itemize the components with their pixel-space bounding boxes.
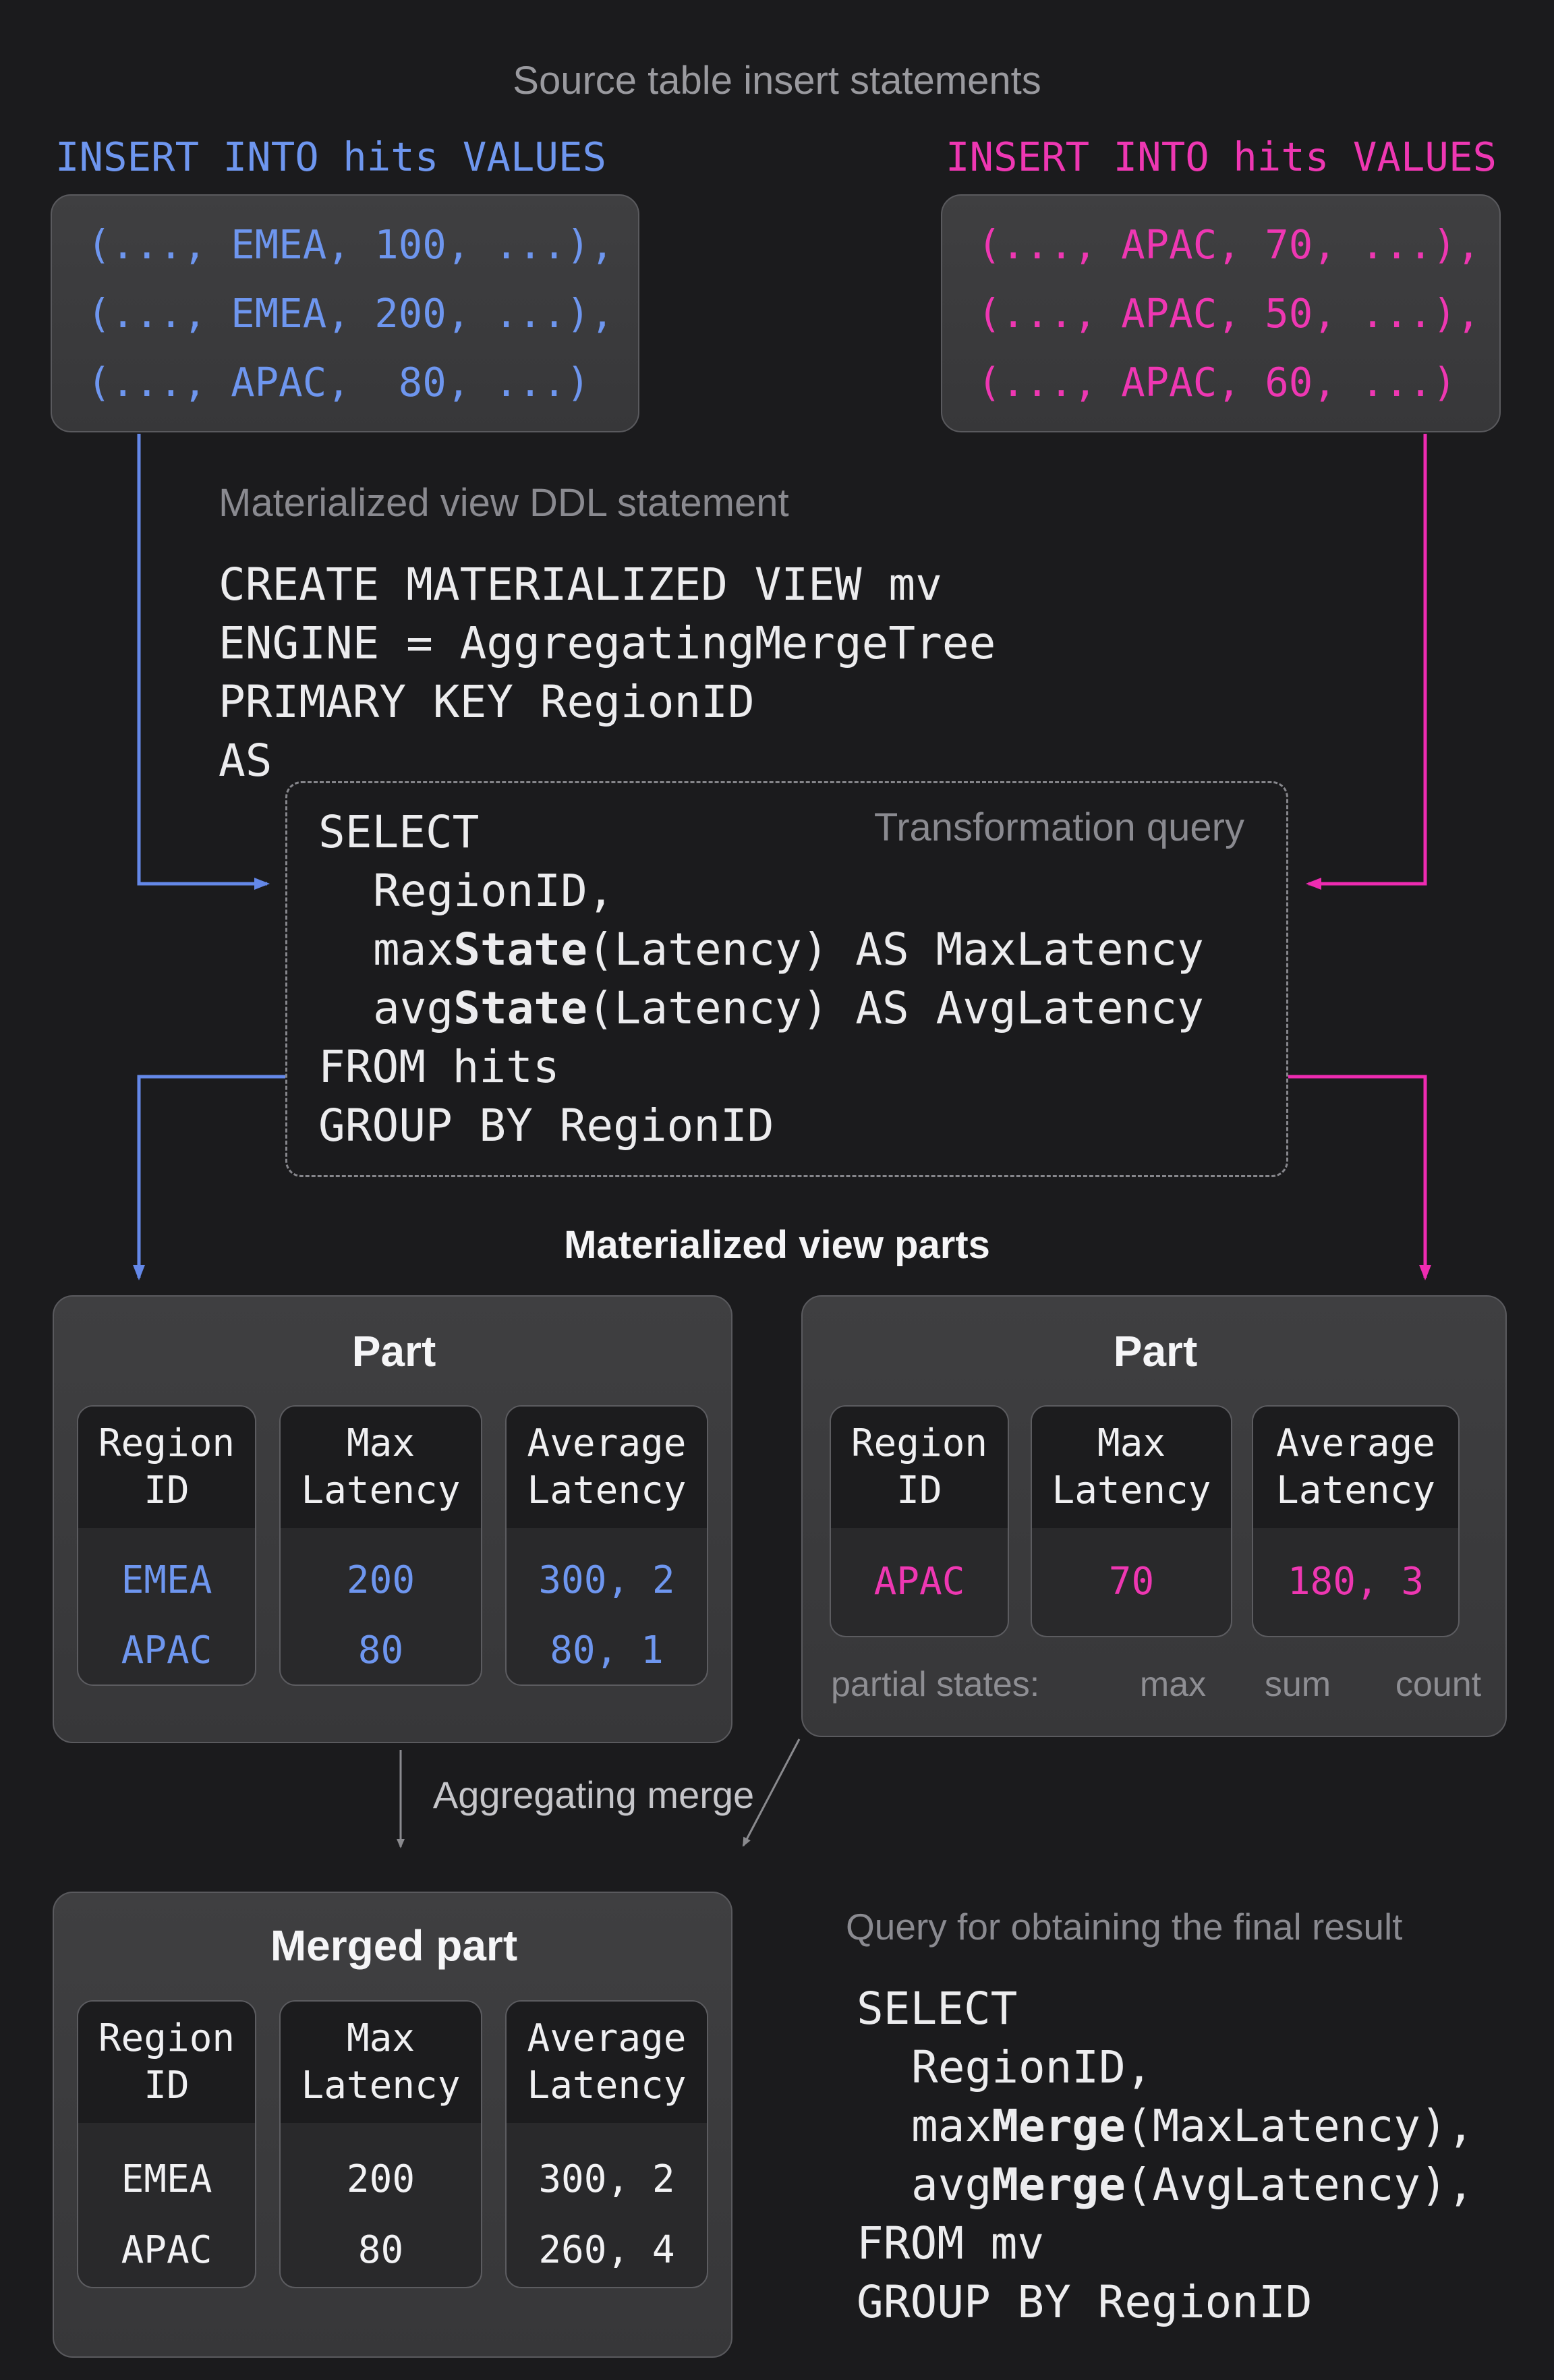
- cell-value: 80: [357, 2228, 404, 2272]
- code-post: (Latency) AS MaxLatency: [587, 924, 1204, 975]
- materialized-view-parts-label: Materialized view parts: [564, 1223, 990, 1267]
- ddl-label: Materialized view DDL statement: [219, 481, 789, 525]
- cell-value: 200: [346, 1558, 415, 1602]
- part-left-column-avg: Average Latency 300, 2 80, 1: [505, 1405, 708, 1686]
- cell-value: 300, 2: [538, 2157, 675, 2201]
- column-header: Max Latency: [281, 2002, 481, 2123]
- merged-part-box: Merged part Region ID EMEA APAC Max Late…: [53, 1892, 732, 2358]
- merged-column-max: Max Latency 200 80: [279, 2000, 482, 2288]
- part-left-column-max: Max Latency 200 80: [279, 1405, 482, 1686]
- final-line-group: GROUP BY RegionID: [857, 2276, 1313, 2328]
- column-header: Region ID: [78, 2002, 255, 2123]
- column-header: Average Latency: [507, 1407, 707, 1528]
- insert-right-box: (..., APAC, 70, ...), (..., APAC, 50, ..…: [941, 194, 1501, 432]
- ddl-line: CREATE MATERIALIZED VIEW mv: [219, 559, 942, 611]
- cell-value: APAC: [121, 1628, 212, 1672]
- cell-value: 260, 4: [538, 2228, 675, 2272]
- part-left-box: Part Region ID EMEA APAC Max Latency 200…: [53, 1295, 732, 1743]
- insert-row: (..., APAC, 50, ...),: [977, 289, 1480, 337]
- merged-part-title: Merged part: [270, 1921, 518, 1970]
- transformation-query-box: [285, 781, 1288, 1177]
- ddl-line: ENGINE = AggregatingMergeTree: [219, 617, 996, 669]
- part-right-box: Part Region ID APAC Max Latency 70 Avera…: [801, 1295, 1507, 1737]
- annotation-count: count: [1395, 1665, 1482, 1704]
- code-post: (Latency) AS AvgLatency: [587, 982, 1204, 1034]
- insert-left-header: INSERT INTO hits VALUES: [55, 134, 606, 180]
- insert-row: (..., EMEA, 100, ...),: [87, 221, 614, 268]
- page-title: Source table insert statements: [513, 59, 1041, 103]
- final-line-from: FROM mv: [857, 2217, 1045, 2269]
- transform-line-avgstate: avgState(Latency) AS AvgLatency: [373, 979, 1204, 1038]
- part-right-column-avg: Average Latency 180, 3: [1252, 1405, 1460, 1637]
- cell-value: 180, 3: [1287, 1560, 1424, 1604]
- transform-line-maxstate: maxState(Latency) AS MaxLatency: [373, 920, 1204, 979]
- column-header: Average Latency: [1253, 1407, 1458, 1528]
- arrow-insert-right-to-transform: [1306, 434, 1427, 890]
- transform-line-region: RegionID,: [373, 865, 614, 917]
- cell-value: 70: [1108, 1560, 1155, 1604]
- part-left-title: Part: [351, 1327, 436, 1376]
- insert-row: (..., APAC, 60, ...): [977, 358, 1457, 405]
- ddl-line: AS: [219, 735, 272, 787]
- code-bold: State: [453, 924, 587, 975]
- code-bold: Merge: [991, 2159, 1126, 2211]
- partial-states-label: partial states:: [831, 1665, 1040, 1704]
- final-query-label: Query for obtaining the final result: [846, 1906, 1403, 1948]
- cell-value: 200: [346, 2157, 415, 2201]
- code-pre: max: [373, 924, 454, 975]
- cell-value: 80: [357, 1628, 404, 1672]
- merged-column-avg: Average Latency 300, 2 260, 4: [505, 2000, 708, 2288]
- code-bold: State: [453, 982, 587, 1034]
- insert-right-header: INSERT INTO hits VALUES: [946, 134, 1497, 180]
- transform-line-from: FROM hits: [318, 1041, 560, 1093]
- cell-value: APAC: [873, 1560, 965, 1604]
- transformation-query-label: Transformation query: [873, 805, 1244, 849]
- code-pre: avg: [911, 2159, 992, 2211]
- column-header: Region ID: [831, 1407, 1008, 1528]
- code-pre: max: [911, 2100, 992, 2152]
- insert-left-box: (..., EMEA, 100, ...), (..., EMEA, 200, …: [51, 194, 639, 432]
- code-post: (AvgLatency),: [1125, 2159, 1474, 2211]
- aggregating-merge-label: Aggregating merge: [432, 1774, 755, 1816]
- column-header: Max Latency: [281, 1407, 481, 1528]
- annotation-sum: sum: [1264, 1665, 1331, 1704]
- column-header: Max Latency: [1032, 1407, 1231, 1528]
- merged-column-region: Region ID EMEA APAC: [77, 2000, 256, 2288]
- code-bold: Merge: [991, 2100, 1126, 2152]
- part-right-column-region: Region ID APAC: [830, 1405, 1009, 1637]
- cell-value: 300, 2: [538, 1558, 675, 1602]
- final-line-select: SELECT: [857, 1983, 1018, 2035]
- code-pre: avg: [373, 982, 454, 1034]
- column-header: Average Latency: [507, 2002, 707, 2123]
- part-right-title: Part: [1113, 1327, 1198, 1376]
- insert-row: (..., APAC, 70, ...),: [977, 221, 1480, 268]
- final-line-avgmerge: avgMerge(AvgLatency),: [911, 2155, 1474, 2214]
- cell-value: 80, 1: [550, 1628, 664, 1672]
- insert-row: (..., APAC, 80, ...): [87, 358, 590, 405]
- annotation-max: max: [1139, 1665, 1207, 1704]
- code-post: (MaxLatency),: [1125, 2100, 1474, 2152]
- transform-line-select: SELECT: [318, 806, 480, 858]
- cell-value: EMEA: [121, 2157, 212, 2201]
- cell-value: APAC: [121, 2228, 212, 2272]
- ddl-line: PRIMARY KEY RegionID: [219, 676, 755, 728]
- column-header: Region ID: [78, 1407, 255, 1528]
- part-right-column-max: Max Latency 70: [1031, 1405, 1232, 1637]
- insert-row: (..., EMEA, 200, ...),: [87, 289, 614, 337]
- transform-line-group: GROUP BY RegionID: [318, 1100, 774, 1152]
- final-line-maxmerge: maxMerge(MaxLatency),: [911, 2097, 1474, 2155]
- final-line-region: RegionID,: [911, 2041, 1153, 2093]
- cell-value: EMEA: [121, 1558, 212, 1602]
- part-left-column-region: Region ID EMEA APAC: [77, 1405, 256, 1686]
